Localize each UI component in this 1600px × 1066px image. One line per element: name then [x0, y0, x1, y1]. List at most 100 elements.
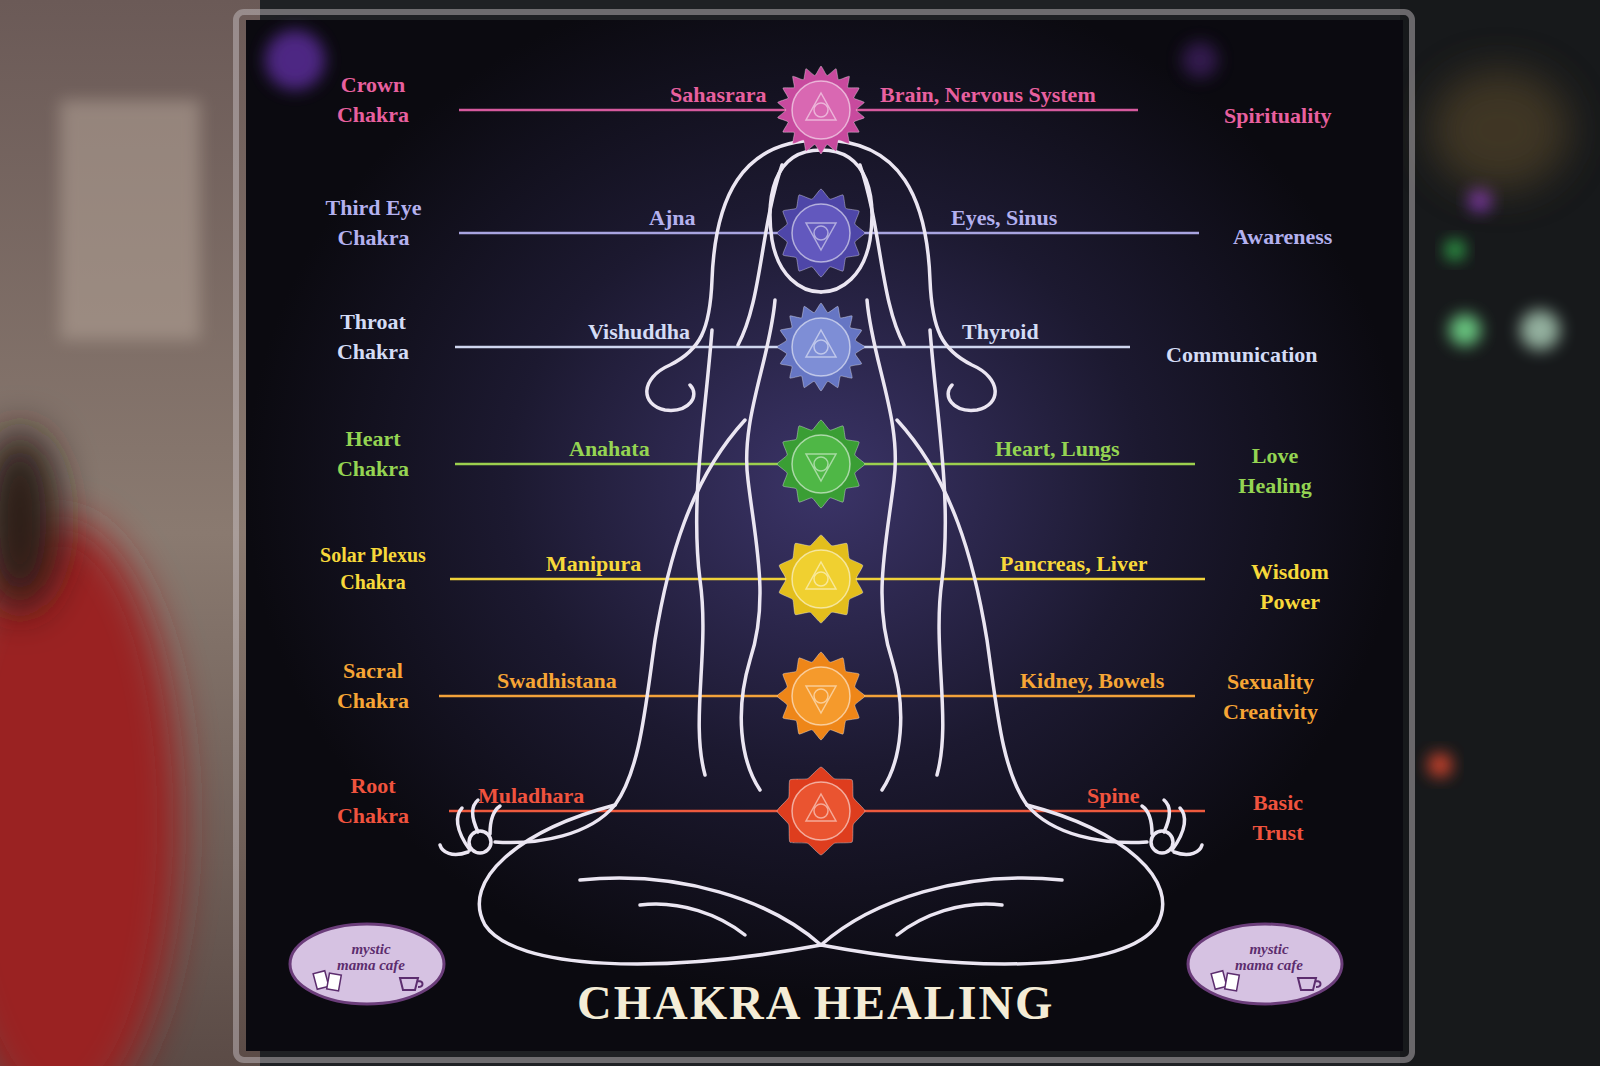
bokeh-light: [1520, 310, 1560, 350]
chakra-core: [792, 435, 850, 493]
bokeh-light: [1449, 314, 1481, 346]
chakra-lines: [439, 110, 1205, 811]
torso: [741, 300, 775, 790]
diagram-title: CHAKRA HEALING: [577, 971, 1054, 1036]
chakra-petals: [777, 303, 865, 391]
body-part: Thyroid: [962, 317, 1039, 347]
chakra-quality: Wisdom Power: [1240, 557, 1340, 616]
logo: [1188, 924, 1342, 1004]
chakra-symbol: [778, 66, 865, 154]
sanskrit-name: Sahasrara: [670, 80, 767, 110]
chakra-quality: Communication: [1166, 340, 1318, 370]
foot: [640, 904, 745, 935]
chakra-glyph: [806, 794, 836, 821]
chakra-core: [792, 318, 850, 376]
chakra-petals: [777, 652, 865, 740]
sanskrit-name: Anahata: [569, 434, 650, 464]
chakra-name: Third Eye Chakra: [321, 193, 426, 252]
chakra-symbol: [779, 535, 863, 623]
fingers: [440, 800, 500, 854]
logo-text: mystic mama cafe: [331, 942, 411, 974]
body-part: Pancreas, Liver: [1000, 549, 1147, 579]
chakra-quality: Love Healing: [1225, 441, 1325, 500]
chakra-core: [792, 667, 850, 725]
background-right: [1400, 0, 1600, 1066]
chakra-glyph: [806, 454, 836, 481]
bokeh-light: [1468, 188, 1492, 212]
sanskrit-name: Manipura: [546, 549, 641, 579]
chakra-dot: [814, 226, 828, 240]
figure-half: [821, 140, 1202, 964]
chakra-name: Solar Plexus Chakra: [303, 542, 443, 596]
chakra-dot: [814, 689, 828, 703]
cup-icon: [1298, 978, 1321, 990]
chakra-name: Crown Chakra: [323, 70, 423, 129]
card-icon: [1225, 973, 1240, 991]
chakra-name: Throat Chakra: [323, 307, 423, 366]
cup-icon: [400, 978, 423, 990]
chakra-petals: [779, 535, 863, 623]
chakra-symbol: [777, 189, 865, 277]
blurred-poster: [60, 100, 200, 340]
chakra-symbols: [777, 66, 865, 855]
chakra-petals: [777, 189, 865, 277]
chakra-glyph: [806, 223, 836, 250]
blurred-hair: [0, 430, 60, 610]
hair: [697, 330, 712, 775]
chakra-dot: [814, 804, 828, 818]
chakra-name: Root Chakra: [323, 771, 423, 830]
chakra-quality: Awareness: [1233, 222, 1332, 252]
chakra-core: [792, 81, 850, 139]
body-part: Spine: [1087, 781, 1140, 811]
hand: [469, 831, 491, 853]
bokeh-light: [1445, 240, 1465, 260]
chakra-dot: [814, 457, 828, 471]
chakra-symbol: [777, 652, 865, 740]
chakra-name: Heart Chakra: [323, 424, 423, 483]
bokeh-light: [1428, 753, 1452, 777]
chakra-quality: Spirituality: [1224, 101, 1332, 131]
chakra-name: Sacral Chakra: [323, 656, 423, 715]
figure-half: [440, 140, 821, 964]
logo-text: mystic mama cafe: [1229, 942, 1309, 974]
sparkle: [265, 30, 325, 90]
body-part: Eyes, Sinus: [951, 203, 1057, 233]
logo-oval: [290, 924, 444, 1004]
chakra-petals: [778, 66, 865, 154]
arm: [495, 420, 745, 843]
sanskrit-name: Vishuddha: [588, 317, 690, 347]
body-part: Kidney, Bowels: [1020, 666, 1164, 696]
chakra-glyph: [806, 686, 836, 713]
poster: [246, 20, 1403, 1051]
sparkle: [1182, 42, 1218, 78]
leg: [479, 805, 821, 964]
chakra-dot: [814, 103, 828, 117]
chakra-quality: Sexuality Creativity: [1208, 667, 1333, 726]
sanskrit-name: Muladhara: [478, 781, 584, 811]
logo-oval: [1188, 924, 1342, 1004]
plastic-frame: [236, 12, 1412, 1060]
body-part: Brain, Nervous System: [880, 80, 1096, 110]
blurred-lamp: [1430, 70, 1570, 190]
chakra-petals: [777, 767, 865, 855]
chakra-core: [792, 204, 850, 262]
card-icon: [327, 973, 342, 991]
chakra-symbol: [777, 767, 865, 855]
chakra-symbol: [777, 420, 865, 508]
body-part: Heart, Lungs: [995, 434, 1120, 464]
chakra-symbol: [777, 303, 865, 391]
chakra-glyph: [806, 562, 836, 589]
chakra-petals: [777, 420, 865, 508]
chakra-quality: Basic Trust: [1238, 788, 1318, 847]
chakra-dot: [814, 572, 828, 586]
sanskrit-name: Swadhistana: [497, 666, 617, 696]
chakra-core: [792, 782, 850, 840]
chakra-dot: [814, 340, 828, 354]
logo: [290, 924, 444, 1004]
chakra-core: [792, 550, 850, 608]
leg: [580, 878, 821, 945]
sanskrit-name: Ajna: [649, 203, 695, 233]
